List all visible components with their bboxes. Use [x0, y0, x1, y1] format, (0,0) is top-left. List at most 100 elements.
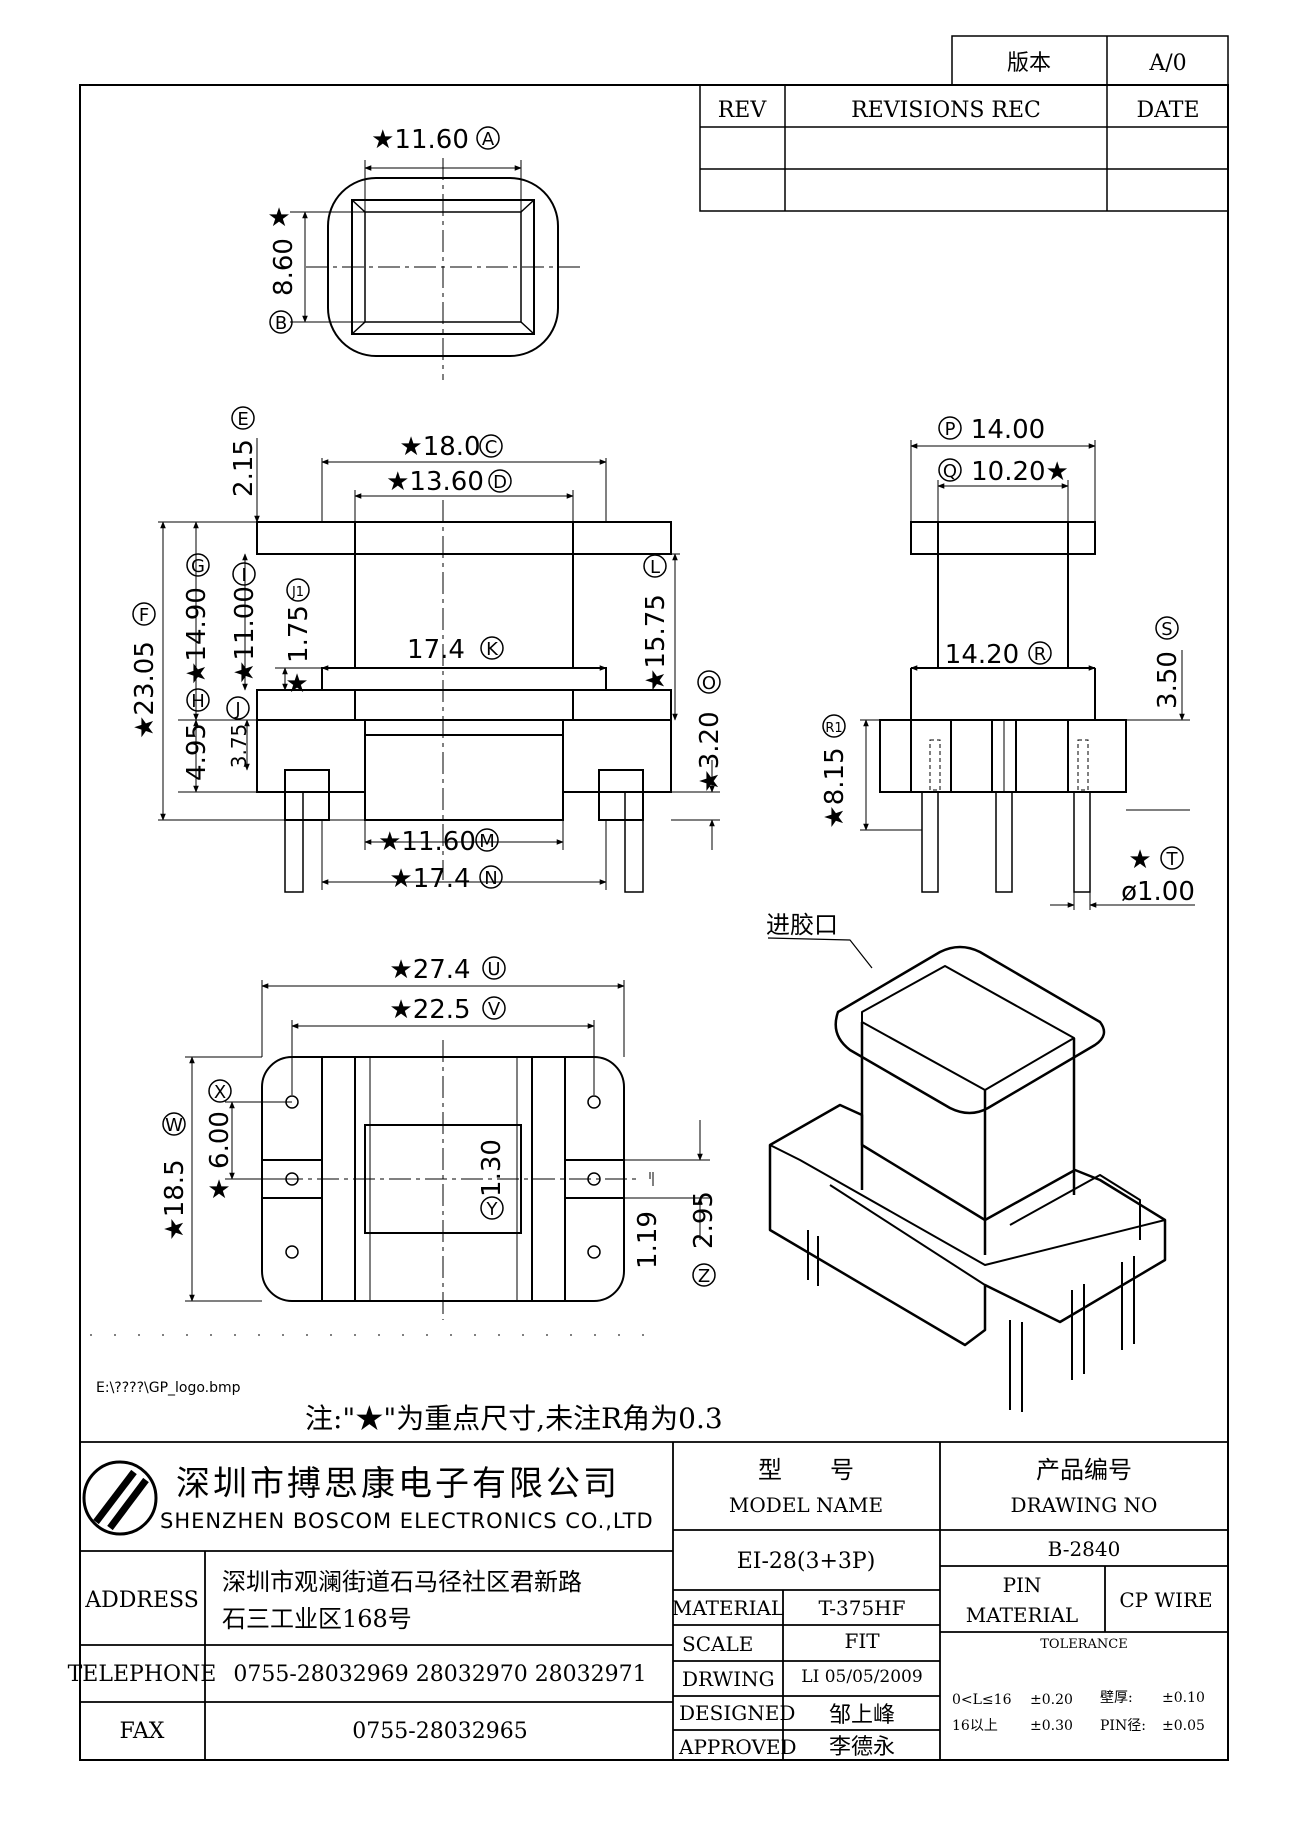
fax-label: FAX: [120, 1719, 165, 1744]
dim-j-value: 3.75: [227, 724, 251, 769]
pin-diameter-label: PIN径:: [1100, 1718, 1146, 1734]
revisions-header: REVISIONS REC: [851, 98, 1041, 123]
dim-n-mark: N: [479, 865, 503, 889]
dim-m-value: ★11.60: [378, 827, 476, 857]
dim-g-value: ★14.90: [182, 587, 212, 685]
dim-b-star: ★: [267, 203, 290, 233]
dim-e-mark: E: [231, 406, 255, 430]
drawing-border: [79, 84, 1229, 1761]
dim-c-mark: C: [479, 434, 503, 458]
model-name-label-en: MODEL NAME: [729, 1493, 883, 1517]
dim-x-mark: X: [208, 1079, 232, 1103]
logo-file-path: E:\????\GP_logo.bmp: [96, 1380, 241, 1396]
dim-h-value: 4.95: [182, 723, 212, 781]
company-name-cn: 深圳市搏思康电子有限公司: [176, 1464, 620, 1504]
scale-label: SCALE: [682, 1632, 753, 1656]
dim-o-value: ★3.20: [695, 711, 725, 792]
telephone-value: 0755-28032969 28032970 28032971: [233, 1662, 646, 1687]
dim-s-mark: S: [1155, 616, 1179, 640]
pin-material-label-1: PIN: [1003, 1573, 1042, 1597]
svg-text:Z: Z: [698, 1266, 710, 1287]
title-block-grid: [80, 1441, 1228, 1760]
bottom-view: [245, 1040, 640, 1320]
svg-text:V: V: [488, 999, 501, 1020]
dim-z-value-1: 1.19: [633, 1211, 663, 1269]
dim-d-value: ★13.60: [386, 467, 484, 497]
drawing-no-label-cn: 产品编号: [1036, 1456, 1132, 1484]
dim-w-value: ★18.5: [160, 1159, 190, 1240]
wall-thickness-value: ±0.10: [1162, 1690, 1205, 1706]
version-label: 版本: [1007, 51, 1051, 76]
svg-text:U: U: [487, 959, 500, 980]
dim-d-mark: D: [488, 469, 512, 493]
dim-t-mark: T: [1160, 846, 1184, 870]
dim-w-mark: W: [162, 1112, 186, 1136]
drawing-no-label-en: DRAWING NO: [1011, 1493, 1158, 1517]
dim-a-mark: A: [476, 126, 500, 150]
svg-text:P: P: [945, 419, 956, 440]
material-value: T-375HF: [818, 1596, 905, 1620]
dim-z-mark: Z: [692, 1263, 716, 1287]
dim-m-mark: M: [475, 828, 499, 852]
pin-diameter-value: ±0.05: [1162, 1718, 1205, 1734]
svg-text:A: A: [482, 129, 495, 150]
dim-v-mark: V: [482, 996, 506, 1020]
dim-g-mark: G: [186, 553, 210, 577]
rev-header: REV: [718, 98, 768, 123]
gate-label: 进胶口: [766, 911, 838, 939]
svg-text:J: J: [234, 699, 240, 720]
dim-f-value: ★23.05: [130, 641, 160, 739]
dim-i-value: ★11.00: [230, 586, 260, 684]
dim-t-star: ★: [1128, 845, 1151, 875]
svg-text:S: S: [1161, 619, 1172, 640]
svg-text:N: N: [484, 868, 497, 889]
dim-x-value: 6.00: [205, 1111, 235, 1169]
pin-material-value: CP WIRE: [1119, 1588, 1212, 1612]
dim-l-value: ★15.75: [641, 594, 671, 692]
model-name-label-cn: 型 号: [758, 1456, 854, 1484]
svg-text:R: R: [1034, 644, 1047, 665]
version-value: A/0: [1148, 51, 1186, 76]
svg-text:O: O: [702, 673, 716, 694]
dim-y-mark: Y: [480, 1196, 504, 1220]
address-line-2: 石三工业区168号: [222, 1605, 412, 1633]
svg-text:G: G: [191, 556, 205, 577]
dim-u-mark: U: [482, 956, 506, 980]
dim-j1-star: ★: [285, 669, 308, 699]
address-line-1: 深圳市观澜街道石马径社区君新路: [222, 1568, 582, 1596]
svg-text:W: W: [165, 1115, 183, 1136]
dim-f-mark: F: [132, 602, 156, 626]
drwing-value: LI 05/05/2009: [801, 1667, 922, 1687]
isometric-view: [767, 937, 1167, 1412]
svg-text:C: C: [485, 437, 498, 458]
company-name-en: SHENZHEN BOSCOM ELECTRONICS CO.,LTD: [160, 1509, 654, 1533]
dim-p-value: 14.00: [971, 415, 1045, 445]
fax-value: 0755-28032965: [352, 1719, 527, 1744]
svg-text:E: E: [237, 409, 248, 430]
dim-j1-mark: J1: [286, 578, 310, 602]
approved-value: 李德永: [829, 1735, 895, 1760]
dim-r1-mark: R1: [822, 714, 846, 738]
top-view: [290, 158, 580, 380]
dim-v-value: ★22.5: [389, 995, 470, 1025]
svg-text:Y: Y: [486, 1199, 499, 1220]
dim-e-value: 2.15: [229, 439, 259, 497]
dim-r1-value: ★8.15: [820, 747, 850, 828]
dim-n-value: ★17.4: [389, 864, 470, 894]
svg-text:L: L: [650, 557, 660, 578]
svg-text:F: F: [139, 605, 149, 626]
svg-text:H: H: [191, 691, 205, 712]
dim-c-value: ★18.0: [399, 432, 480, 462]
bottom-view-dimension-lines: [185, 980, 710, 1302]
front-view-dimension-lines: [158, 438, 720, 890]
dim-q-value: 10.20★: [971, 457, 1069, 487]
svg-text:J1: J1: [291, 585, 304, 600]
svg-text:X: X: [214, 1082, 226, 1103]
svg-text:B: B: [275, 313, 287, 334]
drawing-no-value: B-2840: [1048, 1537, 1121, 1561]
svg-text:M: M: [479, 831, 495, 852]
dim-r-mark: R: [1028, 641, 1052, 665]
drawing-note: 注:"★"为重点尺寸,未注R角为0.3: [305, 1402, 723, 1435]
dim-x-star: ★: [207, 1175, 230, 1205]
